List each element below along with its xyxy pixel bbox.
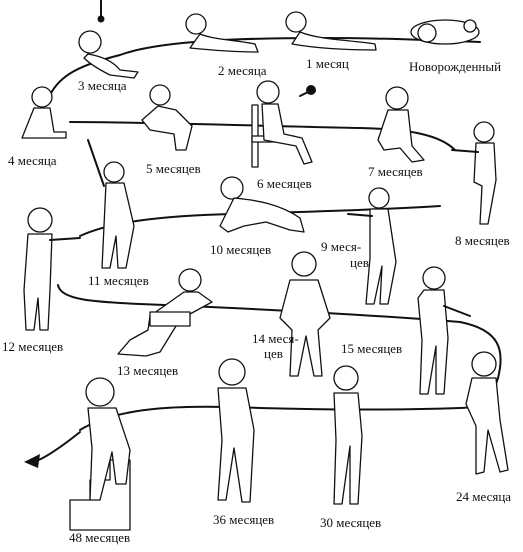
figure-7-months [377,86,425,163]
label-30-months: 30 месяцев [320,515,382,530]
figure-1-month [285,11,377,51]
label-24-months: 24 месяца [456,489,512,504]
figure-48-months [69,377,131,531]
label-14-months-line1: 14 меся- [252,331,299,346]
figure-14-months [279,251,331,377]
label-12-months: 12 месяцев [2,339,64,354]
figure-13-months [117,268,213,357]
figure-9-months [347,187,397,305]
figure-3-months [78,30,139,79]
figure-newborn [410,19,480,45]
label-13-months: 13 месяцев [117,363,179,378]
label-11-months: 11 месяцев [88,273,149,288]
label-newborn: Новорожденный [409,59,502,74]
label-6-months: 6 месяцев [257,176,312,191]
figure-6-months [251,80,313,168]
figure-15-months [417,266,471,395]
figure-8-months [451,121,497,225]
label-10-months: 10 месяцев [210,242,272,257]
label-48-months: 48 месяцев [69,530,131,545]
label-9-months-line2: цев [350,255,369,270]
label-1-month: 1 месяц [306,56,349,71]
figure-4-months [21,86,67,139]
label-14-months-line2: цев [264,346,283,361]
label-15-months: 15 месяцев [341,341,403,356]
figure-10-months [219,176,305,233]
label-2-months: 2 месяца [218,63,267,78]
figure-12-months [23,207,81,331]
label-9-months-line1: 9 меся- [321,239,362,254]
figure-36-months [217,358,255,503]
figure-11-months [87,139,135,269]
label-7-months: 7 месяцев [368,164,423,179]
label-36-months: 36 месяцев [213,512,275,527]
label-8-months: 8 месяцев [455,233,510,248]
figure-2-months [185,13,259,53]
figure-24-months [465,351,509,475]
label-5-months: 5 месяцев [146,161,201,176]
figure-30-months [333,365,363,505]
label-4-months: 4 месяца [8,153,57,168]
figure-5-months [141,84,193,151]
label-3-months: 3 месяца [78,78,127,93]
